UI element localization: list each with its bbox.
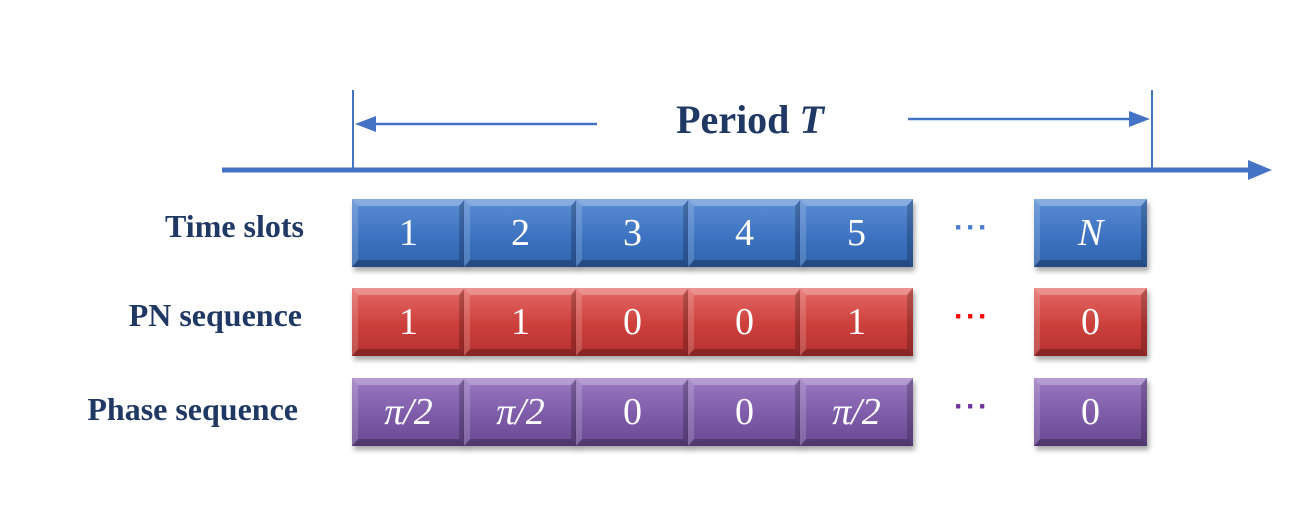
cell-value: 1 (847, 301, 866, 343)
pn-cell-last: 0 (1034, 288, 1147, 356)
row-label-time-slots: Time slots (165, 208, 304, 244)
ellipsis: ··· (954, 211, 990, 244)
cell-value: 1 (511, 301, 530, 343)
period-left-arrowhead (355, 116, 376, 132)
period-title: Period T (600, 96, 900, 143)
period-title-variable: T (799, 97, 824, 142)
pn-cell: 0 (688, 288, 801, 356)
cell-value: π/2 (496, 391, 545, 433)
ellipsis: ··· (954, 390, 990, 423)
cell-value: 1 (399, 301, 418, 343)
phase-cell: π/2 (352, 378, 465, 446)
ellipsis: ··· (954, 300, 990, 333)
time-slot-cell: 4 (688, 199, 801, 267)
phase-sequence-row: π/2 π/2 0 0 π/2 ··· 0 (352, 378, 1152, 446)
period-right-arrowhead (1129, 111, 1150, 127)
phase-cell: 0 (688, 378, 801, 446)
cell-value: π/2 (384, 391, 433, 433)
phase-cell: π/2 (800, 378, 913, 446)
row-label-pn-sequence: PN sequence (128, 297, 302, 333)
time-slot-cell: 3 (576, 199, 689, 267)
phase-cell: π/2 (464, 378, 577, 446)
phase-cell: 0 (576, 378, 689, 446)
cell-value: π/2 (832, 391, 881, 433)
cell-value: 1 (399, 212, 418, 254)
pn-cell: 0 (576, 288, 689, 356)
pn-sequence-row: 1 1 0 0 1 ··· 0 (352, 288, 1152, 356)
pn-cell: 1 (800, 288, 913, 356)
cell-value: 0 (623, 301, 642, 343)
time-slots-row: 1 2 3 4 5 ··· N (352, 199, 1152, 267)
cell-value: 5 (847, 212, 866, 254)
cell-value: 2 (511, 212, 530, 254)
cell-value: 0 (1081, 301, 1100, 343)
cell-value: N (1077, 212, 1104, 254)
cell-value: 3 (623, 212, 642, 254)
cell-value: 0 (1081, 391, 1100, 433)
time-slot-cell: 5 (800, 199, 913, 267)
period-title-text: Period (676, 97, 800, 142)
phase-cell-last: 0 (1034, 378, 1147, 446)
cell-value: 0 (735, 391, 754, 433)
pn-cell: 1 (352, 288, 465, 356)
time-slot-cell-last: N (1034, 199, 1147, 267)
pn-cell: 1 (464, 288, 577, 356)
cell-value: 0 (623, 391, 642, 433)
cell-value: 0 (735, 301, 754, 343)
cell-value: 4 (735, 212, 754, 254)
time-slot-cell: 1 (352, 199, 465, 267)
time-axis-arrowhead (1248, 160, 1272, 180)
time-slot-cell: 2 (464, 199, 577, 267)
row-label-phase-sequence: Phase sequence (87, 391, 298, 427)
